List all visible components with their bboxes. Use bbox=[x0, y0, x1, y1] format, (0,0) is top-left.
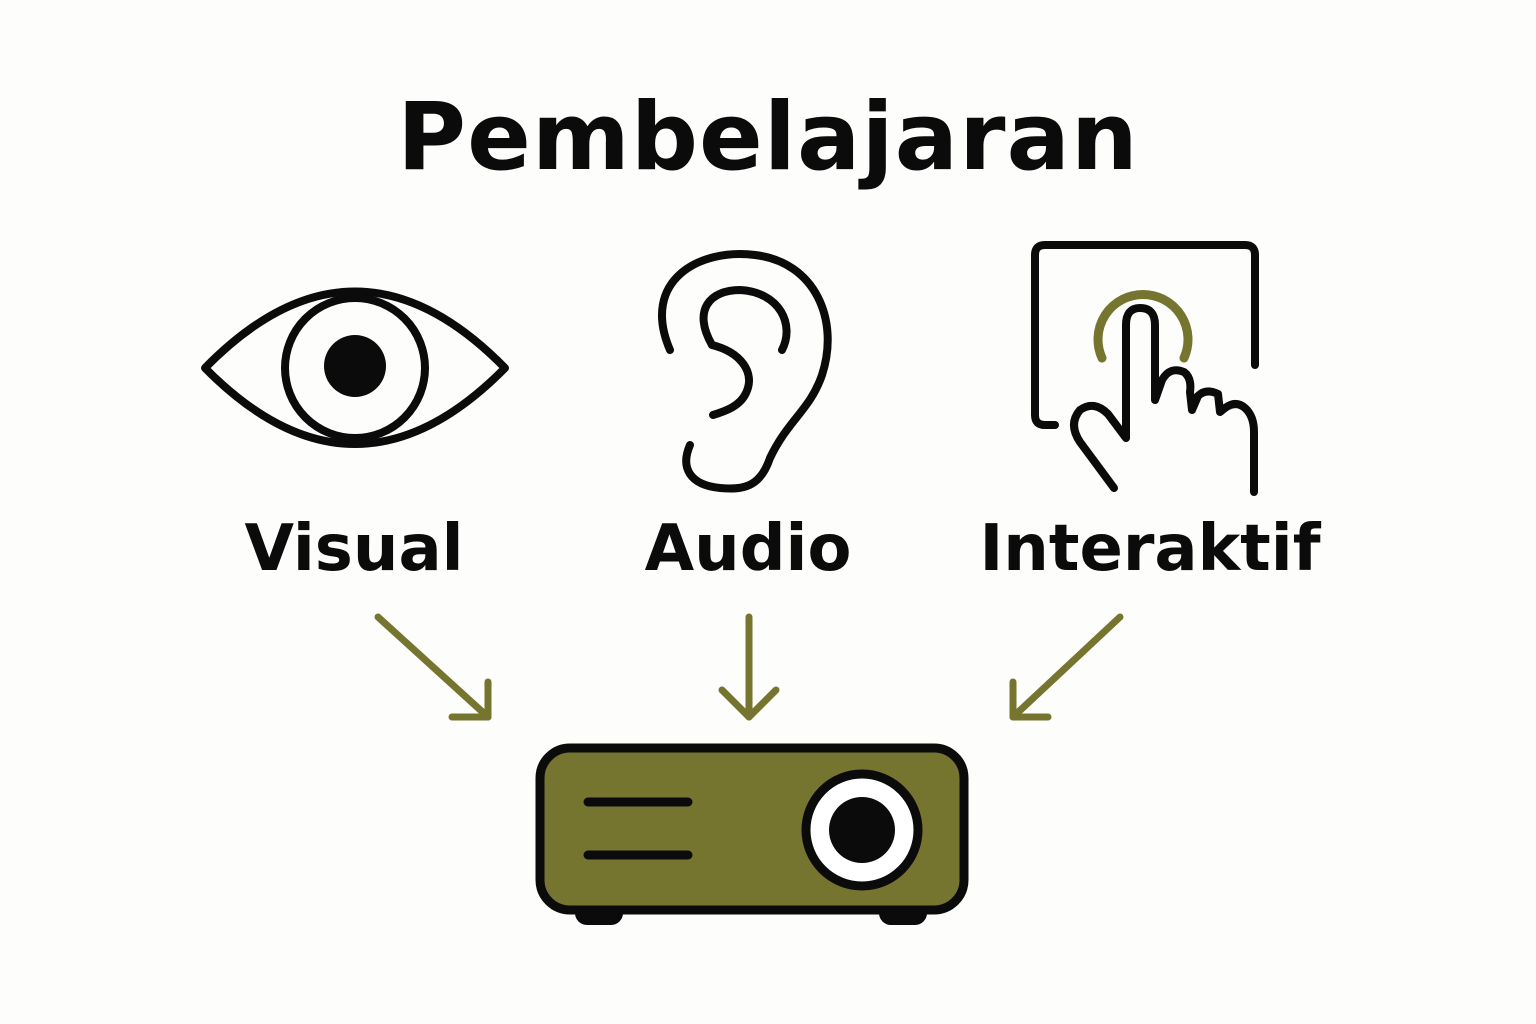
label-interactive: Interaktif bbox=[979, 512, 1321, 586]
arrow-audio bbox=[718, 613, 780, 721]
touch-screen-icon bbox=[1031, 241, 1259, 496]
label-audio: Audio bbox=[644, 512, 852, 586]
arrow-visual bbox=[374, 613, 492, 721]
diagram-title: Pembelajaran bbox=[397, 83, 1139, 192]
eye-icon bbox=[201, 287, 509, 448]
arrow-interactive bbox=[1009, 613, 1124, 721]
label-visual: Visual bbox=[244, 512, 464, 586]
ear-icon bbox=[658, 250, 832, 493]
projector-icon bbox=[535, 743, 969, 925]
